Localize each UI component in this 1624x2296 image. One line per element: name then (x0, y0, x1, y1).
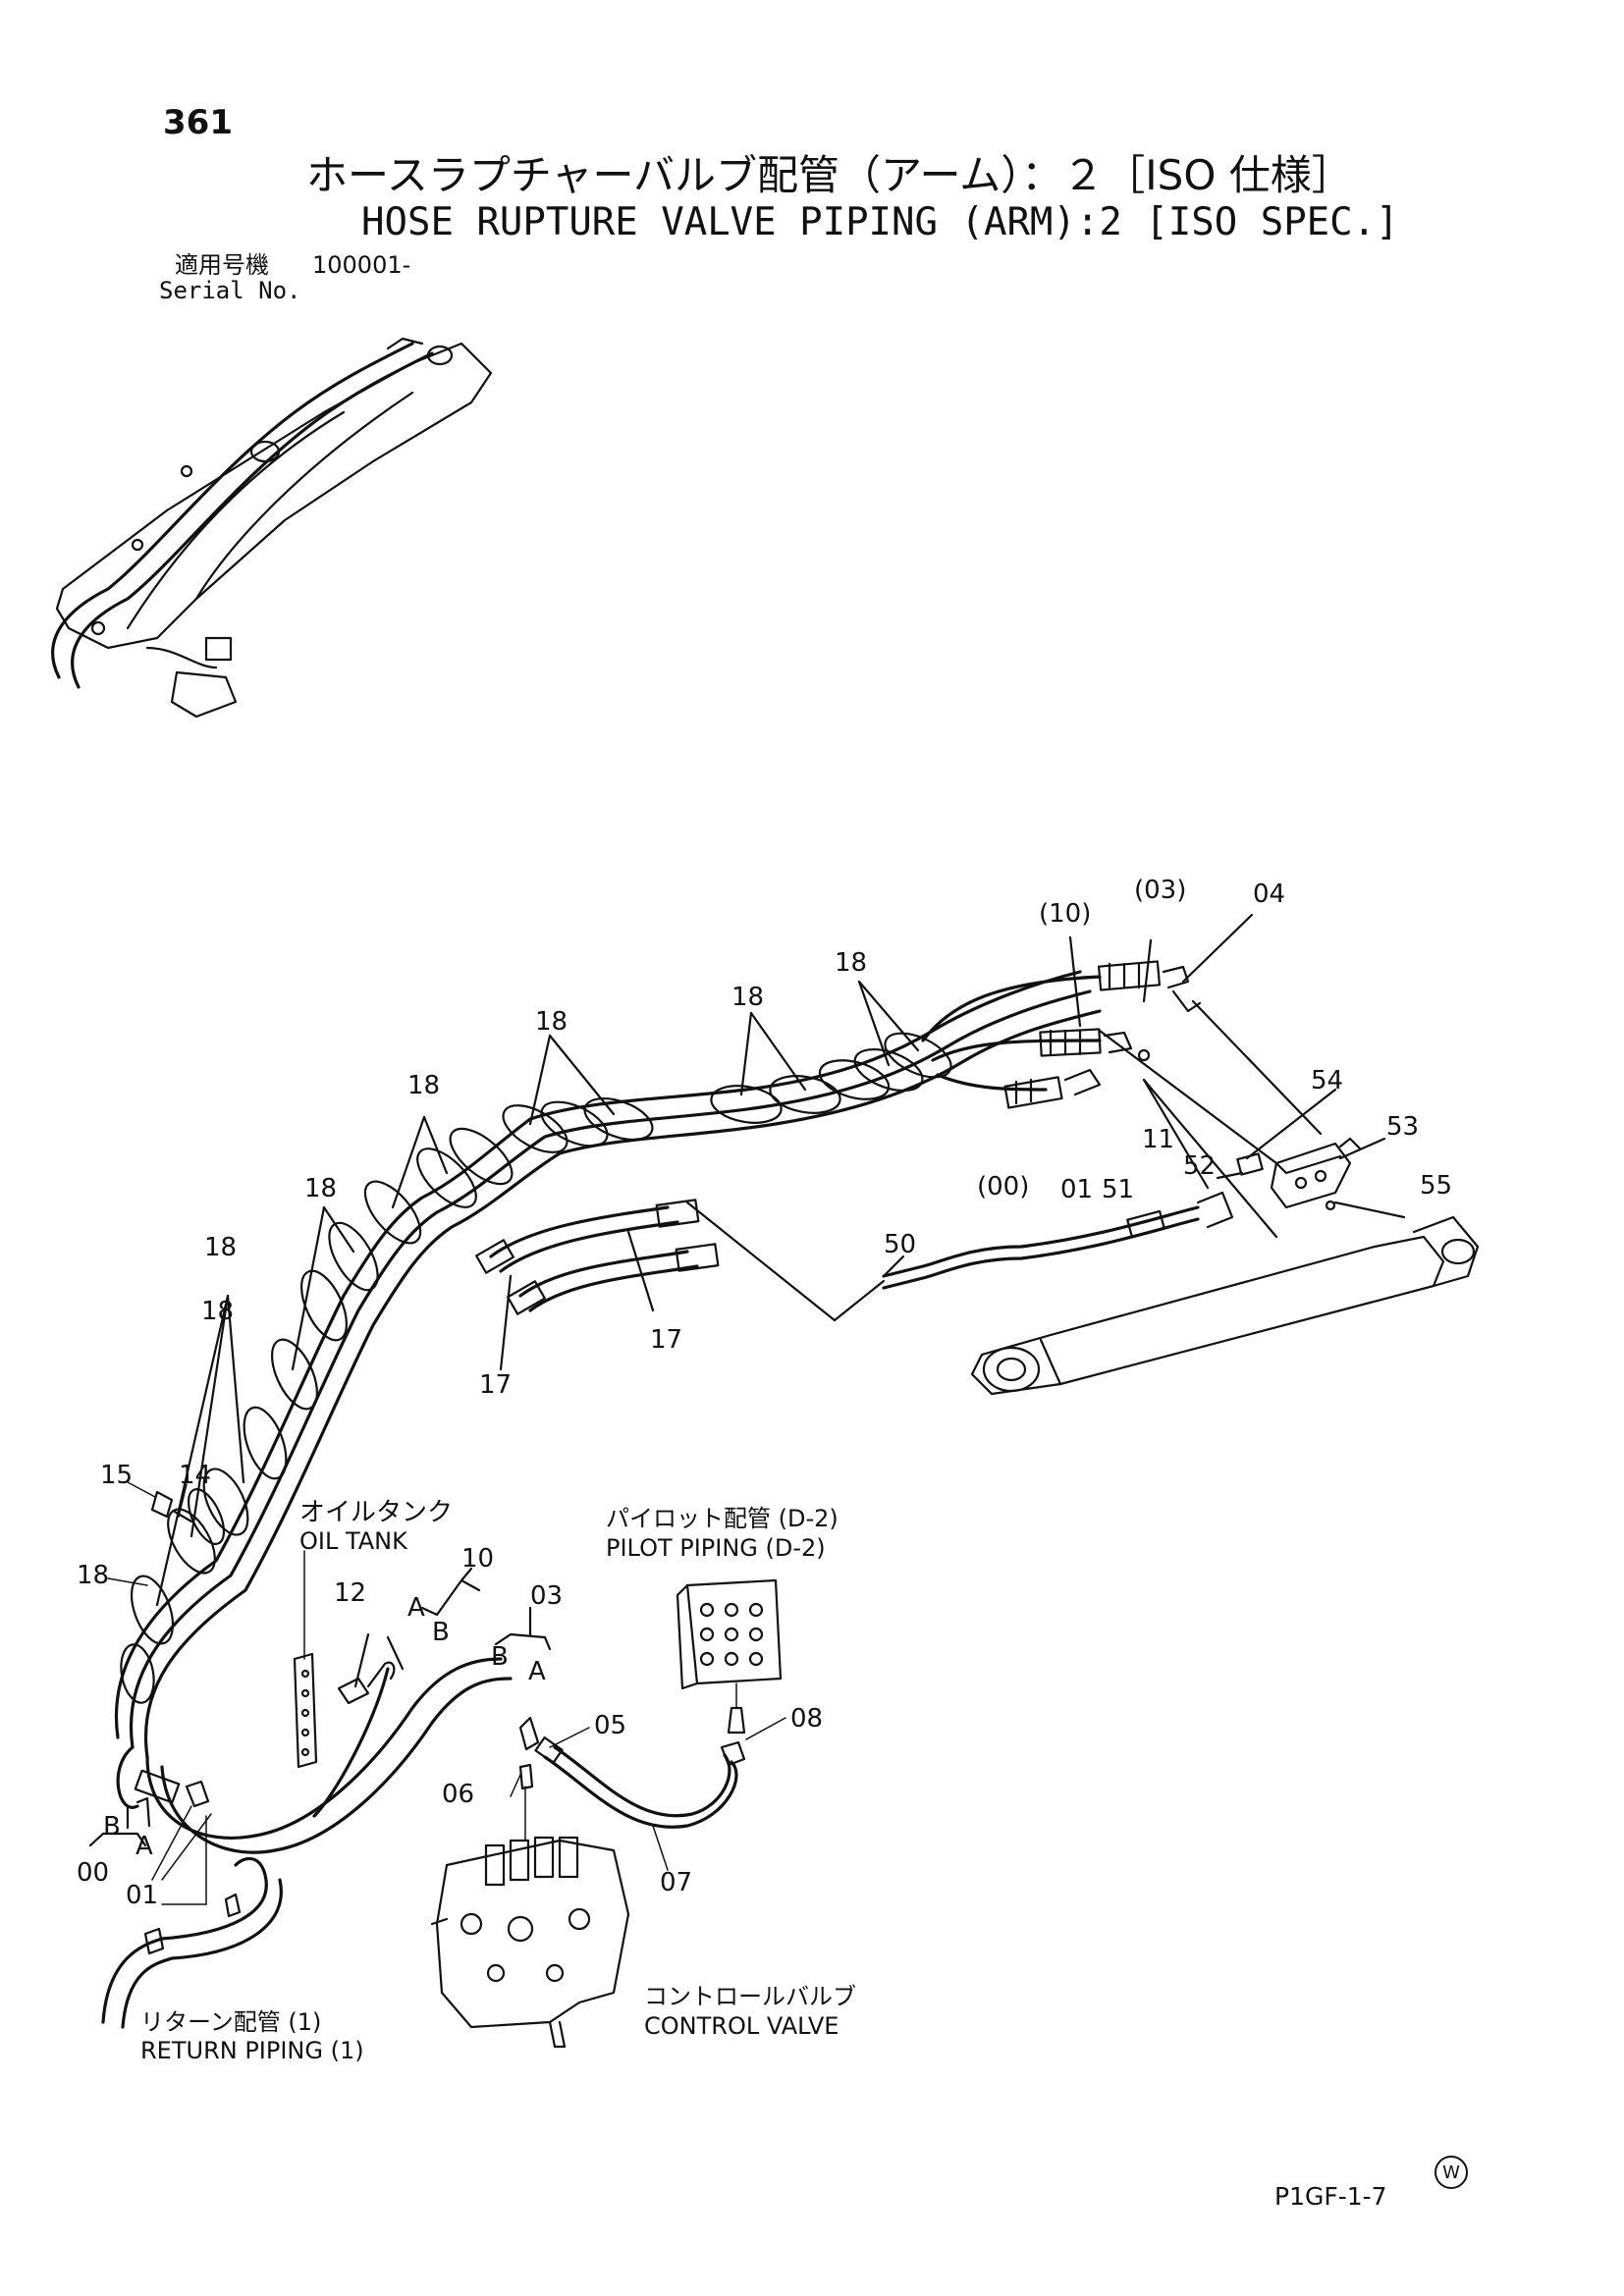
control-valve-label-english: CONTROL VALVE (644, 2012, 839, 2040)
oil-tank-bracket (293, 1550, 396, 1818)
callout-05: 05 (594, 1711, 627, 1740)
hose-clamps (120, 1032, 952, 1704)
callout-18-b: 18 (731, 983, 765, 1012)
callout-18-a: 18 (835, 948, 868, 978)
callout-51: 51 (1102, 1175, 1135, 1204)
callout-04: 04 (1253, 880, 1286, 909)
oil-tank-label-english: OIL TANK (299, 1527, 407, 1555)
callout-50: 50 (884, 1230, 917, 1259)
fittings-14-15 (107, 1481, 193, 1586)
callout-54: 54 (1311, 1066, 1344, 1095)
callout-18-f: 18 (201, 1297, 235, 1326)
drawing-code: P1GF-1-7 (1274, 2182, 1387, 2211)
callout-03: 03 (530, 1581, 564, 1611)
callout-10-top: (10) (1039, 899, 1092, 929)
callout-53: 53 (1386, 1112, 1420, 1142)
watermark-icon: W (1435, 2156, 1468, 2189)
return-piping (101, 1769, 283, 2029)
callout-port-b-1: B (432, 1618, 450, 1647)
pilot-piping-label-japanese: パイロット配管 (D-2) (606, 1505, 839, 1532)
serial-label-english: Serial No. (159, 277, 301, 304)
callout-port-b-2: B (491, 1642, 509, 1672)
port-brackets (88, 1567, 552, 1847)
callout-08: 08 (790, 1704, 824, 1734)
callout-00: 00 (77, 1858, 110, 1888)
callout-11: 11 (1142, 1125, 1175, 1154)
upper-hose-fittings (1003, 960, 1202, 1109)
callout-52: 52 (1183, 1151, 1217, 1181)
callout-12: 12 (334, 1578, 367, 1608)
callout-18-d: 18 (407, 1071, 441, 1100)
arm-cylinder (970, 1215, 1480, 1396)
oil-tank-label-japanese: オイルタンク (299, 1498, 454, 1527)
callout-15: 15 (100, 1461, 134, 1490)
callout-10: 10 (461, 1544, 495, 1574)
callout-55: 55 (1420, 1171, 1453, 1201)
callout-06: 06 (442, 1780, 475, 1809)
callout-17-a: 17 (650, 1325, 683, 1355)
return-piping-label-english: RETURN PIPING (1) (140, 2037, 364, 2064)
rupture-valve (1236, 1137, 1362, 1211)
callout-07: 07 (660, 1868, 693, 1897)
callout-01-top: 01 (1060, 1175, 1094, 1204)
pipe-50 (882, 1191, 1234, 1290)
serial-label-japanese: 適用号機 (175, 251, 269, 279)
callout-01: 01 (126, 1881, 159, 1910)
page-title-english: HOSE RUPTURE VALVE PIPING (ARM):2 [ISO S… (361, 200, 1399, 244)
hose-assembly-17 (475, 1199, 720, 1315)
arm-overview-illustration (51, 337, 493, 719)
callout-03-top: (03) (1134, 876, 1187, 905)
callout-18-side: 18 (77, 1561, 110, 1590)
callout-port-a-2: A (528, 1657, 546, 1686)
pilot-valve (676, 1578, 783, 1735)
callout-14: 14 (179, 1461, 212, 1490)
return-piping-label-japanese: リターン配管 (1) (140, 2008, 322, 2036)
callout-port-a-3: A (135, 1832, 153, 1861)
page-title-japanese: ホースラプチャーバルブ配管（アーム）：２［ISO 仕様］ (306, 151, 1353, 199)
callout-18-g: 18 (204, 1233, 238, 1262)
control-valve-assembly (430, 1716, 786, 2049)
callout-port-b-3: B (103, 1812, 121, 1842)
main-hose-bundle (114, 970, 1102, 1854)
serial-number-value: 100001- (312, 251, 411, 279)
callout-00-top: (00) (977, 1172, 1030, 1201)
callout-port-a-1: A (407, 1593, 425, 1623)
pilot-piping-label-english: PILOT PIPING (D-2) (606, 1534, 826, 1562)
leader-lines (155, 913, 1406, 1607)
callout-18-c: 18 (535, 1007, 568, 1037)
control-valve-label-japanese: コントロールバルブ (644, 1983, 856, 2010)
callout-17-b: 17 (479, 1370, 513, 1400)
callout-18-e: 18 (304, 1174, 338, 1203)
page-number: 361 (163, 103, 233, 142)
